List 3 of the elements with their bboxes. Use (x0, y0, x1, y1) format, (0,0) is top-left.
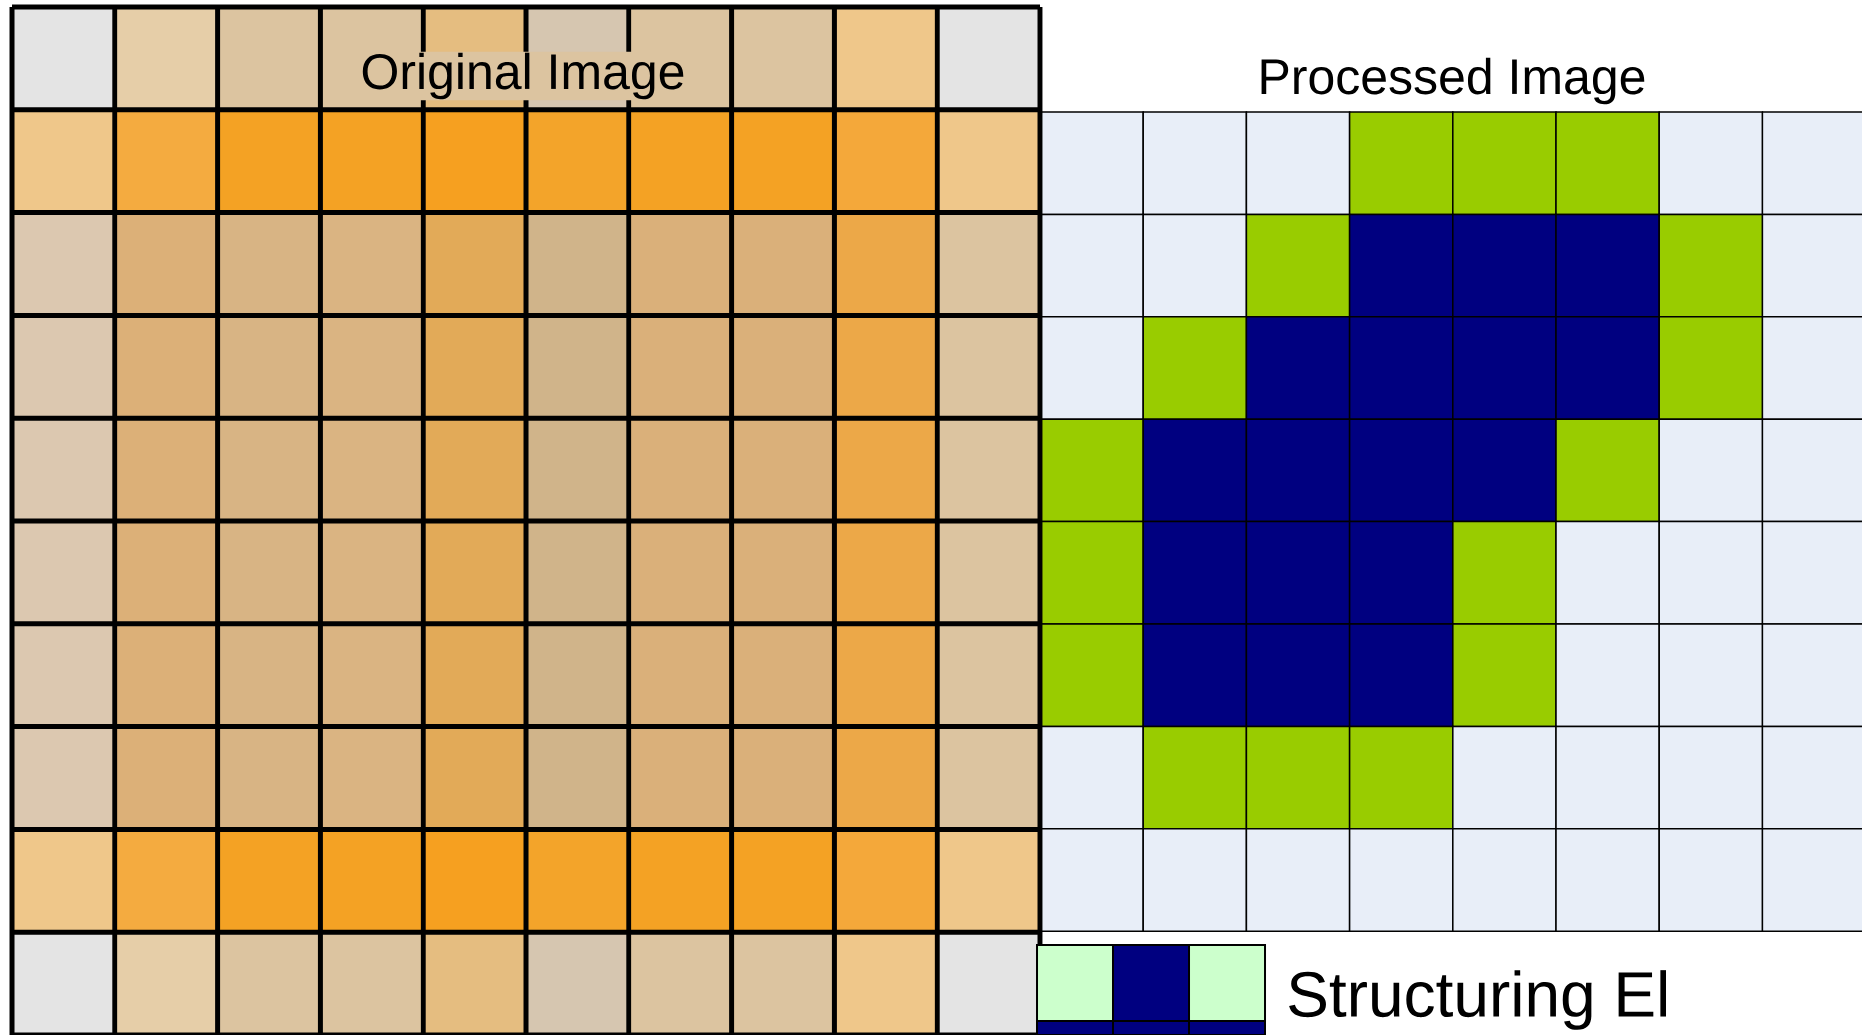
image-heading: Original Image (359, 51, 687, 101)
image-heading: Processed Image (1261, 57, 1645, 105)
element-heading: Structuring El (1289, 970, 1666, 1030)
